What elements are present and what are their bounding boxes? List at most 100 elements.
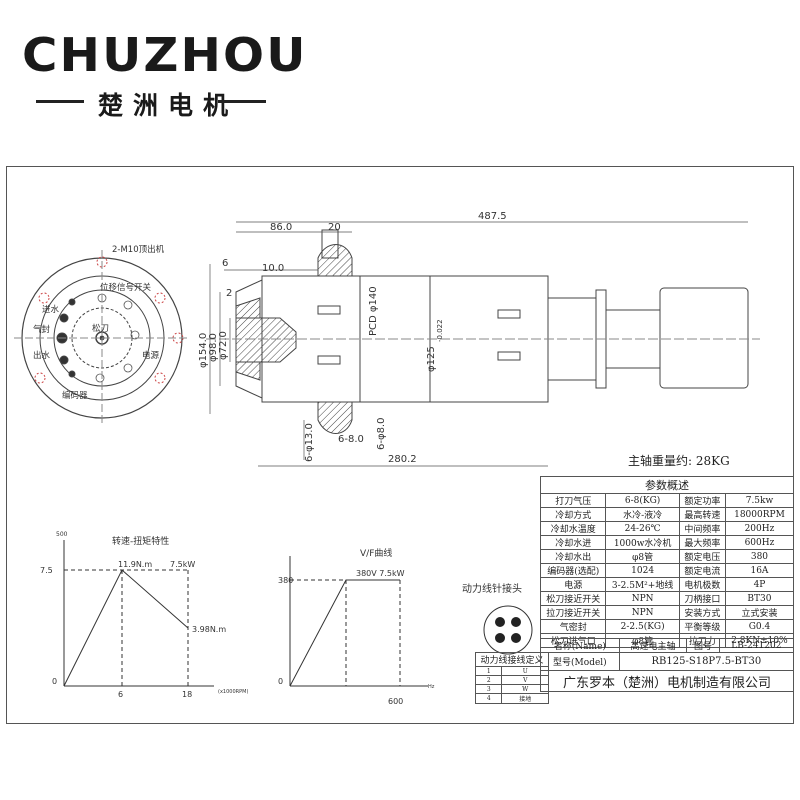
front-view <box>14 250 190 426</box>
pin-signal: 接地 <box>501 693 549 704</box>
torque-chart <box>63 540 214 687</box>
parameter-value: G0.4 <box>724 619 795 634</box>
model-value: RB125-S18P7.5-BT30 <box>618 652 795 671</box>
vf-chart <box>289 556 428 687</box>
pin-definition-title: 动力线接线定义 <box>475 652 549 667</box>
parameter-label: 最大频率 <box>678 535 726 550</box>
parameter-value: 24-26℃ <box>605 521 680 536</box>
torque-anno-peak: 11.9N.m <box>118 560 152 569</box>
parameter-label: 气密封 <box>539 619 607 634</box>
dim-phi8: 6-φ8.0 <box>376 418 387 450</box>
torque-chart-title: 转速-扭矩特性 <box>112 535 169 547</box>
torque-xtick-6: 6 <box>118 690 123 699</box>
dimension-texts: 487.5 86.0 20 6 10.0 2 280.2 φ154.0 φ98.… <box>198 211 507 465</box>
dim-6: 6 <box>222 258 228 269</box>
torque-ytick-500: 500 <box>56 531 68 538</box>
torque-anno-power: 7.5kW <box>170 560 195 569</box>
parameter-value: 2-2.5(KG) <box>605 619 680 634</box>
drawing-no-value: LB-241202 <box>718 638 795 653</box>
parameter-value: 立式安装 <box>724 605 795 620</box>
plug-connector: 动力线针接头 <box>462 582 533 655</box>
name-value: 高速电主轴 <box>618 638 688 653</box>
parameter-value: NPN <box>605 591 680 606</box>
dimension-lines <box>209 221 748 467</box>
torque-xtick-18: 18 <box>182 690 192 699</box>
vf-ytick-380: 380 <box>278 576 293 585</box>
pin-number: 4 <box>474 693 503 704</box>
parameter-label: 平衡等级 <box>678 619 726 634</box>
label-top-mount: 2-M10顶出机 <box>112 244 165 255</box>
parameter-value: BT30 <box>724 591 795 606</box>
parameter-label: 最高转速 <box>678 507 726 522</box>
label-water-in: 进水 <box>42 304 60 315</box>
torque-ytick-75: 7.5 <box>40 566 53 575</box>
front-view-labels: 2-M10顶出机 位移信号开关 进水 气封 出水 编码器 松刀 电源 <box>33 244 165 401</box>
dim-86: 86.0 <box>270 222 292 233</box>
parameter-value: 7.5kw <box>724 493 795 508</box>
label-water-out: 出水 <box>33 350 51 361</box>
brand-logo: CHUZHOU <box>22 28 308 82</box>
dim-body-length: 280.2 <box>388 454 417 465</box>
parameter-label: 额定功率 <box>678 493 726 508</box>
drawing-frame <box>6 166 794 724</box>
parameter-value: 18000RPM <box>724 507 795 522</box>
label-spindle: 松刀 <box>92 323 109 334</box>
parameter-label: 冷却方式 <box>539 507 607 522</box>
parameter-label: 编码器(选配) <box>539 563 607 578</box>
parameter-label: 拉刀接近开关 <box>539 605 607 620</box>
parameter-value: 16A <box>724 563 795 578</box>
vf-chart-labels: V/F曲线 380 0 600 380V 7.5kW Hz <box>278 547 435 706</box>
dim-total-length: 487.5 <box>478 211 507 222</box>
parameter-label: 电源 <box>539 577 607 592</box>
parameter-value: 380 <box>724 549 795 564</box>
parameter-label: 额定电流 <box>678 563 726 578</box>
parameter-label: 电机极数 <box>678 577 726 592</box>
dim-phi154: φ154.0 <box>198 333 209 368</box>
parameter-label: 冷却水温度 <box>539 521 607 536</box>
dim-phi125: φ125 <box>426 346 437 372</box>
parameter-label: 冷却水出 <box>539 549 607 564</box>
parameter-label: 刀柄接口 <box>678 591 726 606</box>
parameter-label: 安装方式 <box>678 605 726 620</box>
label-sensor-switch: 位移信号开关 <box>100 282 152 293</box>
vf-xtick-600: 600 <box>388 697 403 706</box>
torque-xlabel: (x1000RPM) <box>218 689 248 695</box>
logo-divider-right <box>218 100 266 103</box>
dim-phi98: φ98.0 <box>208 333 219 362</box>
title-block: 名称(Name) 高速电主轴 图号 LB-241202 型号(Model) RB… <box>540 638 795 692</box>
parameter-label: 冷却水进 <box>539 535 607 550</box>
model-label: 型号(Model) <box>540 652 620 671</box>
dim-2: 2 <box>226 288 232 299</box>
torque-ytick-0: 0 <box>52 677 57 686</box>
parameter-table-title: 参数概述 <box>540 476 794 494</box>
torque-chart-labels: 转速-扭矩特性 7.5 0 500 6 18 11.9N.m 7.5kW 3.9… <box>40 531 248 699</box>
parameter-value: 6-8(KG) <box>605 493 680 508</box>
vf-anno: 380V 7.5kW <box>356 569 405 578</box>
vf-xlabel: Hz <box>428 684 435 690</box>
parameter-value: 4P <box>724 577 795 592</box>
parameter-label: 打刀气压 <box>539 493 607 508</box>
parameter-value: 200Hz <box>724 521 795 536</box>
vf-ytick-0: 0 <box>278 677 283 686</box>
parameter-value: φ8管 <box>605 549 680 564</box>
parameter-value: 600Hz <box>724 535 795 550</box>
dim-phi72: φ72.0 <box>218 331 229 360</box>
dim-pcd: PCD φ140 <box>368 286 379 336</box>
vf-chart-title: V/F曲线 <box>360 547 392 559</box>
drawing-no-label: 图号 <box>686 638 720 653</box>
parameter-value: 1000w水冷机 <box>605 535 680 550</box>
spindle-weight: 主轴重量约: 28KG <box>628 454 730 468</box>
